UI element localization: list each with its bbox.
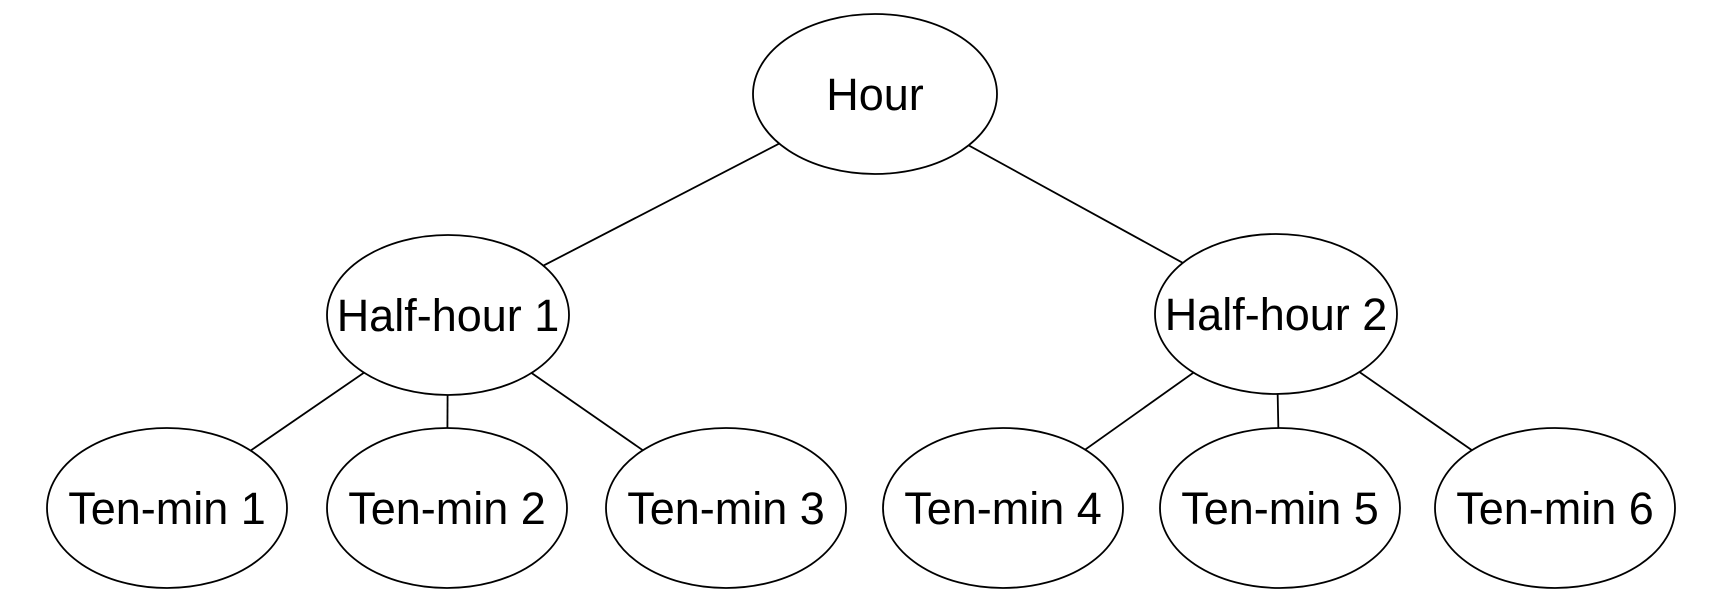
node-ten-min-6-label: Ten-min 6 — [1456, 483, 1654, 534]
node-hour-ellipse — [752, 13, 998, 175]
node-ten-min-3: Ten-min 3 — [605, 427, 847, 589]
node-hour-label: Hour — [826, 69, 924, 120]
node-ten-min-2: Ten-min 2 — [326, 427, 568, 589]
node-ten-min-4-ellipse — [882, 427, 1124, 589]
node-ten-min-3-ellipse — [605, 427, 847, 589]
node-ten-min-2-ellipse — [326, 427, 568, 589]
node-ten-min-1-label: Ten-min 1 — [68, 483, 266, 534]
node-half-hour-1-label: Half-hour 1 — [337, 290, 560, 341]
node-half-hour-2-label: Half-hour 2 — [1165, 289, 1388, 340]
node-ten-min-6-ellipse — [1434, 427, 1676, 589]
node-ten-min-4-label: Ten-min 4 — [904, 483, 1102, 534]
node-ten-min-5-ellipse — [1159, 427, 1401, 589]
node-half-hour-2-ellipse — [1154, 233, 1398, 395]
node-half-hour-1: Half-hour 1 — [326, 234, 570, 396]
node-ten-min-2-label: Ten-min 2 — [348, 483, 546, 534]
node-ten-min-4: Ten-min 4 — [882, 427, 1124, 589]
node-half-hour-2: Half-hour 2 — [1154, 233, 1398, 395]
node-ten-min-1-ellipse — [46, 427, 288, 589]
node-ten-min-1: Ten-min 1 — [46, 427, 288, 589]
node-ten-min-3-label: Ten-min 3 — [627, 483, 825, 534]
node-hour: Hour — [752, 13, 998, 175]
node-ten-min-6: Ten-min 6 — [1434, 427, 1676, 589]
node-ten-min-5: Ten-min 5 — [1159, 427, 1401, 589]
node-half-hour-1-ellipse — [326, 234, 570, 396]
node-ten-min-5-label: Ten-min 5 — [1181, 483, 1379, 534]
